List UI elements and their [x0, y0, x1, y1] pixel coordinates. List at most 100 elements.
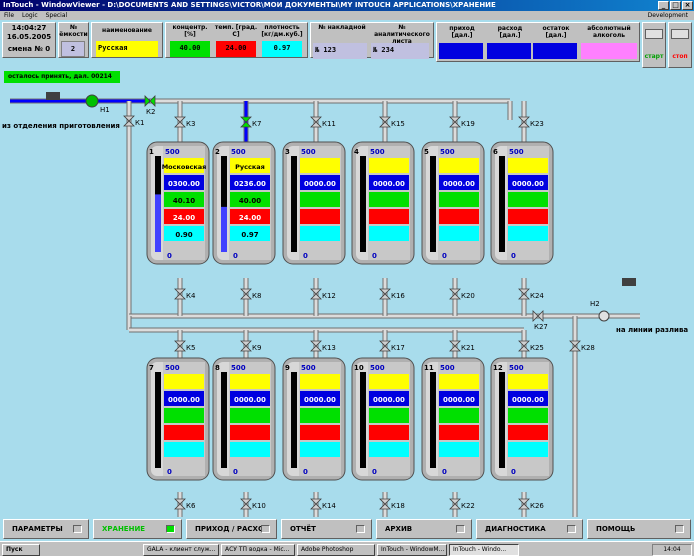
tank-field[interactable]	[300, 175, 340, 190]
start-panel[interactable]: старт	[642, 22, 666, 68]
valve-icon[interactable]	[174, 288, 186, 300]
valve-icon[interactable]	[240, 498, 252, 510]
taskbar-item[interactable]: InTouch - WindowM...	[377, 544, 447, 556]
valve-icon[interactable]	[449, 498, 461, 510]
nav-button-1[interactable]: ПАРАМЕТРЫ	[3, 519, 89, 539]
tank-field[interactable]	[230, 226, 270, 241]
valve-icon[interactable]	[569, 340, 581, 352]
valve-icon[interactable]	[240, 116, 252, 128]
valve-icon[interactable]	[518, 340, 530, 352]
nav-button-2[interactable]: ХРАНЕНИЕ	[93, 519, 182, 539]
tank-field[interactable]	[439, 374, 479, 389]
outflow-field[interactable]	[487, 43, 531, 59]
tank-field[interactable]	[300, 391, 340, 406]
tank-field[interactable]	[369, 408, 409, 423]
valve-icon[interactable]	[144, 95, 156, 107]
tank-field[interactable]	[230, 391, 270, 406]
valve-icon[interactable]	[518, 288, 530, 300]
tank-field[interactable]	[439, 226, 479, 241]
valve-icon[interactable]	[310, 116, 322, 128]
valve-icon[interactable]	[174, 340, 186, 352]
valve-icon[interactable]	[532, 310, 544, 322]
valve-icon[interactable]	[449, 340, 461, 352]
tank-field[interactable]	[369, 442, 409, 457]
tank-field[interactable]	[439, 408, 479, 423]
tank-field[interactable]	[369, 391, 409, 406]
invoice-field[interactable]: № 123	[313, 43, 367, 59]
valve-icon[interactable]	[379, 498, 391, 510]
valve-icon[interactable]	[174, 498, 186, 510]
nav-button-6[interactable]: ДИАГНОСТИКА	[476, 519, 583, 539]
tank-field[interactable]	[508, 192, 548, 207]
tank-field[interactable]	[439, 175, 479, 190]
tank-field[interactable]	[439, 192, 479, 207]
tank-field[interactable]	[439, 209, 479, 224]
stop-panel[interactable]: стоп	[668, 22, 692, 68]
tank-field[interactable]	[230, 192, 270, 207]
tank-field[interactable]	[230, 158, 270, 173]
valve-icon[interactable]	[310, 340, 322, 352]
remainder-field[interactable]	[533, 43, 577, 59]
valve-icon[interactable]	[379, 116, 391, 128]
valve-icon[interactable]	[379, 288, 391, 300]
start-menu-button[interactable]: Пуск	[2, 544, 40, 556]
tank-field[interactable]	[230, 374, 270, 389]
tank-field[interactable]	[164, 391, 204, 406]
analysis-field[interactable]: № 234	[371, 43, 429, 59]
tank-field[interactable]	[508, 175, 548, 190]
valve-icon[interactable]	[449, 116, 461, 128]
taskbar-item[interactable]: Adobe Photoshop	[297, 544, 375, 556]
valve-icon[interactable]	[518, 116, 530, 128]
tank-field[interactable]	[164, 425, 204, 440]
valve-icon[interactable]	[379, 340, 391, 352]
maximize-button[interactable]: □	[670, 1, 681, 10]
temp-field[interactable]: 24.00	[216, 41, 256, 57]
menu-special[interactable]: Special	[45, 12, 68, 19]
income-field[interactable]	[439, 43, 483, 59]
valve-icon[interactable]	[518, 498, 530, 510]
tank-field[interactable]	[230, 442, 270, 457]
tank-field[interactable]	[300, 209, 340, 224]
menu-file[interactable]: File	[4, 12, 15, 19]
tank-field[interactable]	[369, 226, 409, 241]
valve-icon[interactable]	[174, 116, 186, 128]
tank-field[interactable]	[164, 374, 204, 389]
tank-field[interactable]	[369, 209, 409, 224]
tank-field[interactable]	[439, 391, 479, 406]
tank-field[interactable]	[230, 425, 270, 440]
menu-logic[interactable]: Logic	[21, 12, 38, 19]
menu-development[interactable]: Development	[647, 12, 688, 19]
tank-field[interactable]	[164, 158, 204, 173]
valve-icon[interactable]	[240, 288, 252, 300]
tank-field[interactable]	[508, 391, 548, 406]
tank-field[interactable]	[508, 226, 548, 241]
tank-field[interactable]	[508, 374, 548, 389]
alcohol-field[interactable]	[581, 43, 637, 59]
tank-field[interactable]	[164, 442, 204, 457]
tank-field[interactable]	[508, 209, 548, 224]
tank-field[interactable]	[369, 192, 409, 207]
tank-field[interactable]	[230, 175, 270, 190]
tank-field[interactable]	[300, 408, 340, 423]
tank-field[interactable]	[164, 209, 204, 224]
nav-button-3[interactable]: ПРИХОД / РАСХОД	[186, 519, 277, 539]
tank-field[interactable]	[369, 374, 409, 389]
tank-field[interactable]	[164, 408, 204, 423]
tank-field[interactable]	[508, 408, 548, 423]
tank-field[interactable]	[439, 425, 479, 440]
valve-icon[interactable]	[123, 115, 135, 127]
taskbar-item[interactable]: АСУ ТП водка - Mic...	[221, 544, 295, 556]
density-field[interactable]: 0.97	[262, 41, 302, 57]
tank-field[interactable]	[508, 442, 548, 457]
tank-field[interactable]	[508, 158, 548, 173]
tank-field[interactable]	[230, 209, 270, 224]
tank-field[interactable]	[300, 425, 340, 440]
tank-field[interactable]	[369, 158, 409, 173]
valve-icon[interactable]	[449, 288, 461, 300]
valve-icon[interactable]	[310, 288, 322, 300]
tank-field[interactable]	[439, 158, 479, 173]
tank-field[interactable]	[439, 442, 479, 457]
taskbar-item[interactable]: GALA - клиент служ...	[143, 544, 219, 556]
name-field[interactable]: Русская	[96, 41, 158, 57]
tank-field[interactable]	[300, 374, 340, 389]
